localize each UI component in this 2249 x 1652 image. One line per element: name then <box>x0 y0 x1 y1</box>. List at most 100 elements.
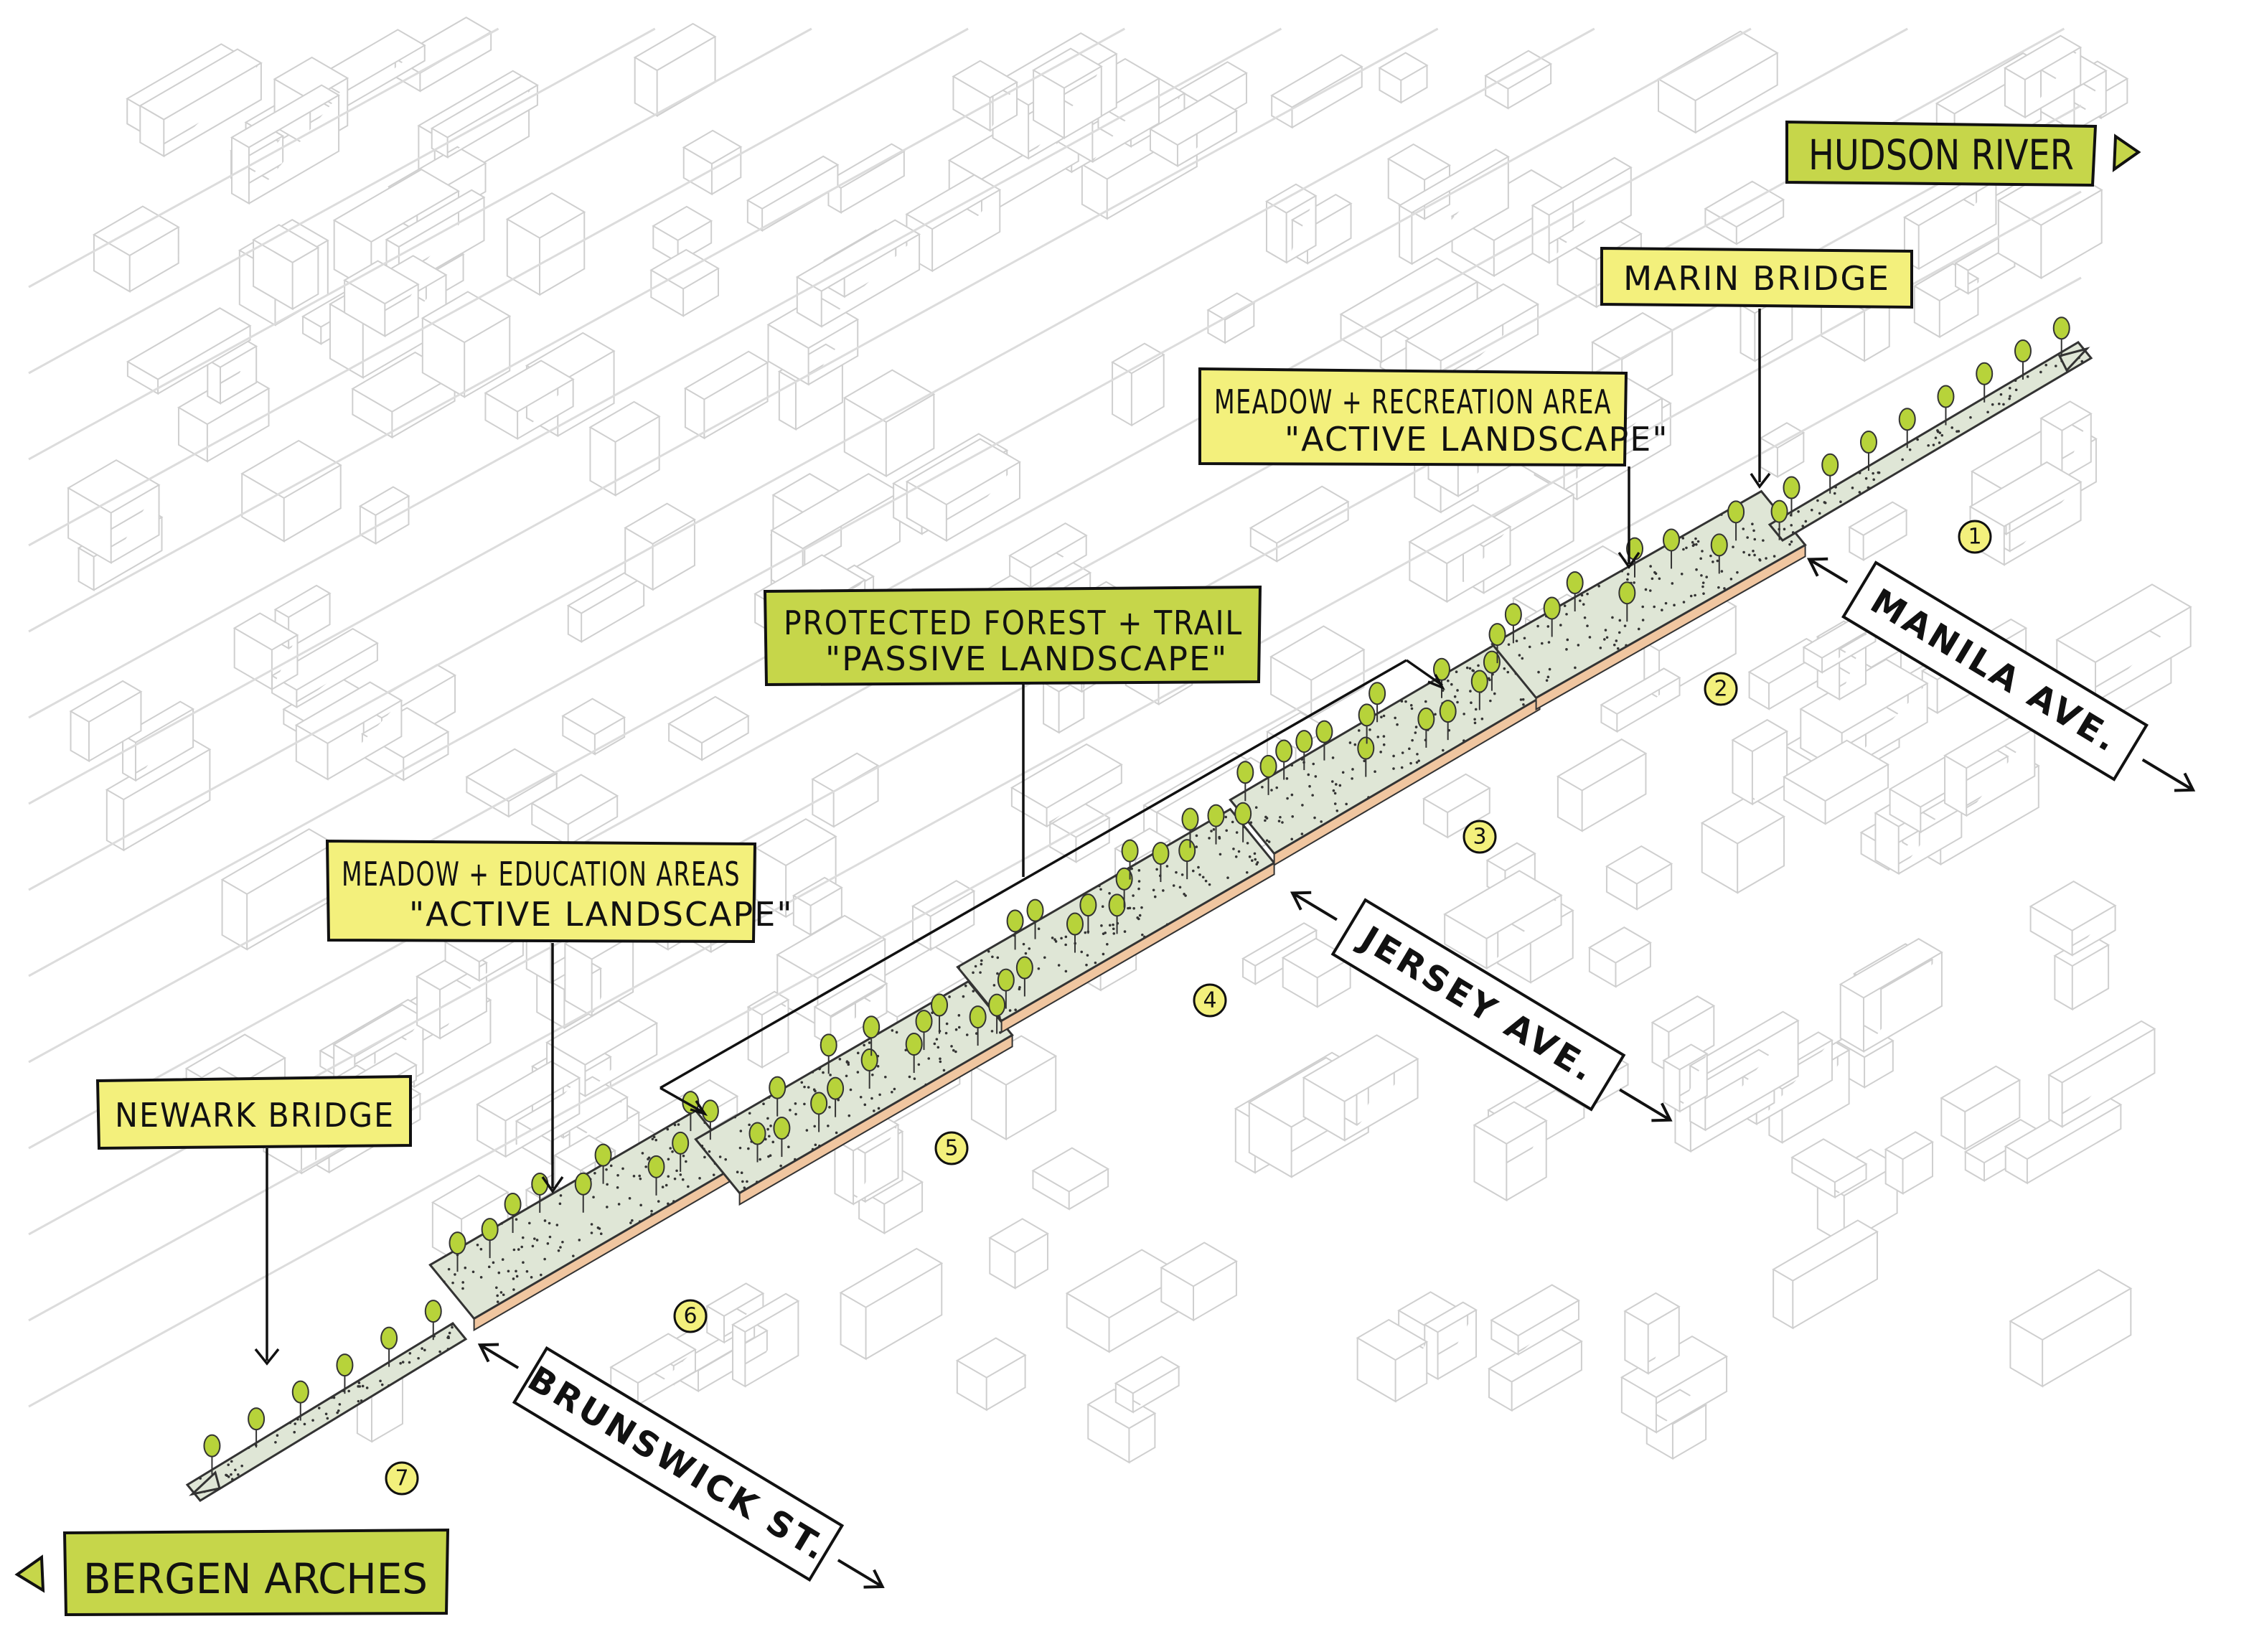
tree-icon <box>1015 956 1033 980</box>
texture-dot <box>1545 679 1549 682</box>
texture-dot <box>1623 624 1627 627</box>
tree-icon <box>336 1353 354 1377</box>
tree-icon <box>504 1193 522 1216</box>
texture-dot <box>673 1177 677 1181</box>
city-block <box>1149 94 1239 168</box>
city-block <box>633 22 717 118</box>
texture-dot <box>1519 698 1523 701</box>
texture-dot <box>399 1361 402 1365</box>
texture-dot <box>759 1158 761 1161</box>
texture-dot <box>1277 820 1281 822</box>
city-block <box>343 260 420 338</box>
texture-dot <box>1901 458 1904 461</box>
texture-dot <box>1380 715 1383 718</box>
texture-dot <box>863 1043 865 1047</box>
texture-dot <box>1654 572 1658 576</box>
city-block <box>1356 1318 1429 1403</box>
texture-dot <box>1548 667 1551 671</box>
texture-dot <box>1858 491 1861 494</box>
texture-dot <box>1506 670 1510 674</box>
texture-dot <box>1615 639 1618 642</box>
texture-dot <box>1392 754 1395 758</box>
texture-dot <box>1043 956 1046 959</box>
city-block <box>177 370 271 463</box>
texture-dot <box>652 1135 656 1139</box>
texture-dot <box>733 1115 737 1119</box>
texture-dot <box>1833 492 1836 495</box>
texture-dot <box>1264 819 1267 822</box>
texture-dot <box>1765 557 1767 560</box>
texture-dot <box>338 1403 342 1406</box>
texture-dot <box>2008 397 2011 400</box>
texture-dot <box>667 1158 670 1161</box>
texture-dot <box>964 984 967 987</box>
texture-dot <box>996 972 999 975</box>
tree-icon <box>647 1155 665 1178</box>
texture-dot <box>1351 777 1353 780</box>
texture-dot <box>515 1269 517 1273</box>
texture-dot <box>1694 537 1697 540</box>
texture-dot <box>1112 932 1116 935</box>
texture-dot <box>1477 664 1480 667</box>
marin-bridge-text: MARIN BRIDGE <box>1623 259 1890 298</box>
city-block <box>1848 501 1908 562</box>
city-block <box>1443 870 1563 970</box>
texture-dot <box>540 1273 543 1277</box>
segment-number-text: 2 <box>1714 677 1727 702</box>
texture-dot <box>1254 806 1258 809</box>
texture-dot <box>240 1464 243 1468</box>
texture-dot <box>357 1385 360 1388</box>
texture-dot <box>360 1399 363 1402</box>
texture-dot <box>628 1197 631 1200</box>
brunswick-st-text: BRUNSWICK ST. <box>521 1358 835 1569</box>
texture-dot <box>1416 753 1419 756</box>
texture-dot <box>1633 581 1635 584</box>
texture-dot <box>779 1164 782 1168</box>
city-block <box>667 695 750 761</box>
tree-icon <box>1066 912 1084 936</box>
texture-dot <box>1191 869 1195 873</box>
texture-dot <box>935 1038 939 1041</box>
texture-dot <box>828 1106 831 1109</box>
texture-dot <box>1696 540 1700 543</box>
texture-dot <box>650 1209 653 1213</box>
number-circle <box>1958 520 1992 554</box>
segment-number-6: 6 <box>673 1299 708 1333</box>
texture-dot <box>1523 637 1526 640</box>
tree-icon <box>1026 898 1044 922</box>
texture-dot <box>237 1473 240 1476</box>
city-block <box>1783 739 1890 825</box>
texture-dot <box>451 1281 454 1285</box>
tree-icon <box>2052 316 2070 340</box>
texture-dot <box>1681 537 1685 540</box>
texture-dot <box>559 1194 563 1197</box>
tree-icon <box>1727 500 1745 524</box>
texture-dot <box>1102 952 1105 956</box>
city-block <box>465 748 558 818</box>
texture-dot <box>1685 546 1688 550</box>
texture-dot <box>739 1130 743 1132</box>
texture-dot <box>1320 820 1323 823</box>
city-block <box>792 876 843 937</box>
tree-icon <box>1898 408 1916 431</box>
city-block <box>421 291 512 399</box>
city-block <box>1884 1131 1934 1195</box>
texture-dot <box>665 1183 668 1187</box>
city-block <box>1269 625 1366 719</box>
texture-dot <box>712 1173 715 1176</box>
texture-dot <box>1462 739 1465 742</box>
texture-dot <box>856 1071 860 1074</box>
tree-icon <box>1295 730 1313 754</box>
texture-dot <box>1301 804 1304 807</box>
texture-dot <box>835 1131 838 1135</box>
texture-dot <box>743 1186 746 1190</box>
texture-dot <box>1094 961 1097 965</box>
meadow-recreation-title: MEADOW + RECREATION AREA <box>1214 383 1612 421</box>
texture-dot <box>811 1148 814 1151</box>
city-block <box>1620 1335 1729 1434</box>
texture-dot <box>1290 764 1294 767</box>
texture-dot <box>1864 477 1868 480</box>
tree-icon <box>1417 707 1435 731</box>
texture-dot <box>972 971 975 975</box>
texture-dot <box>1099 888 1102 891</box>
